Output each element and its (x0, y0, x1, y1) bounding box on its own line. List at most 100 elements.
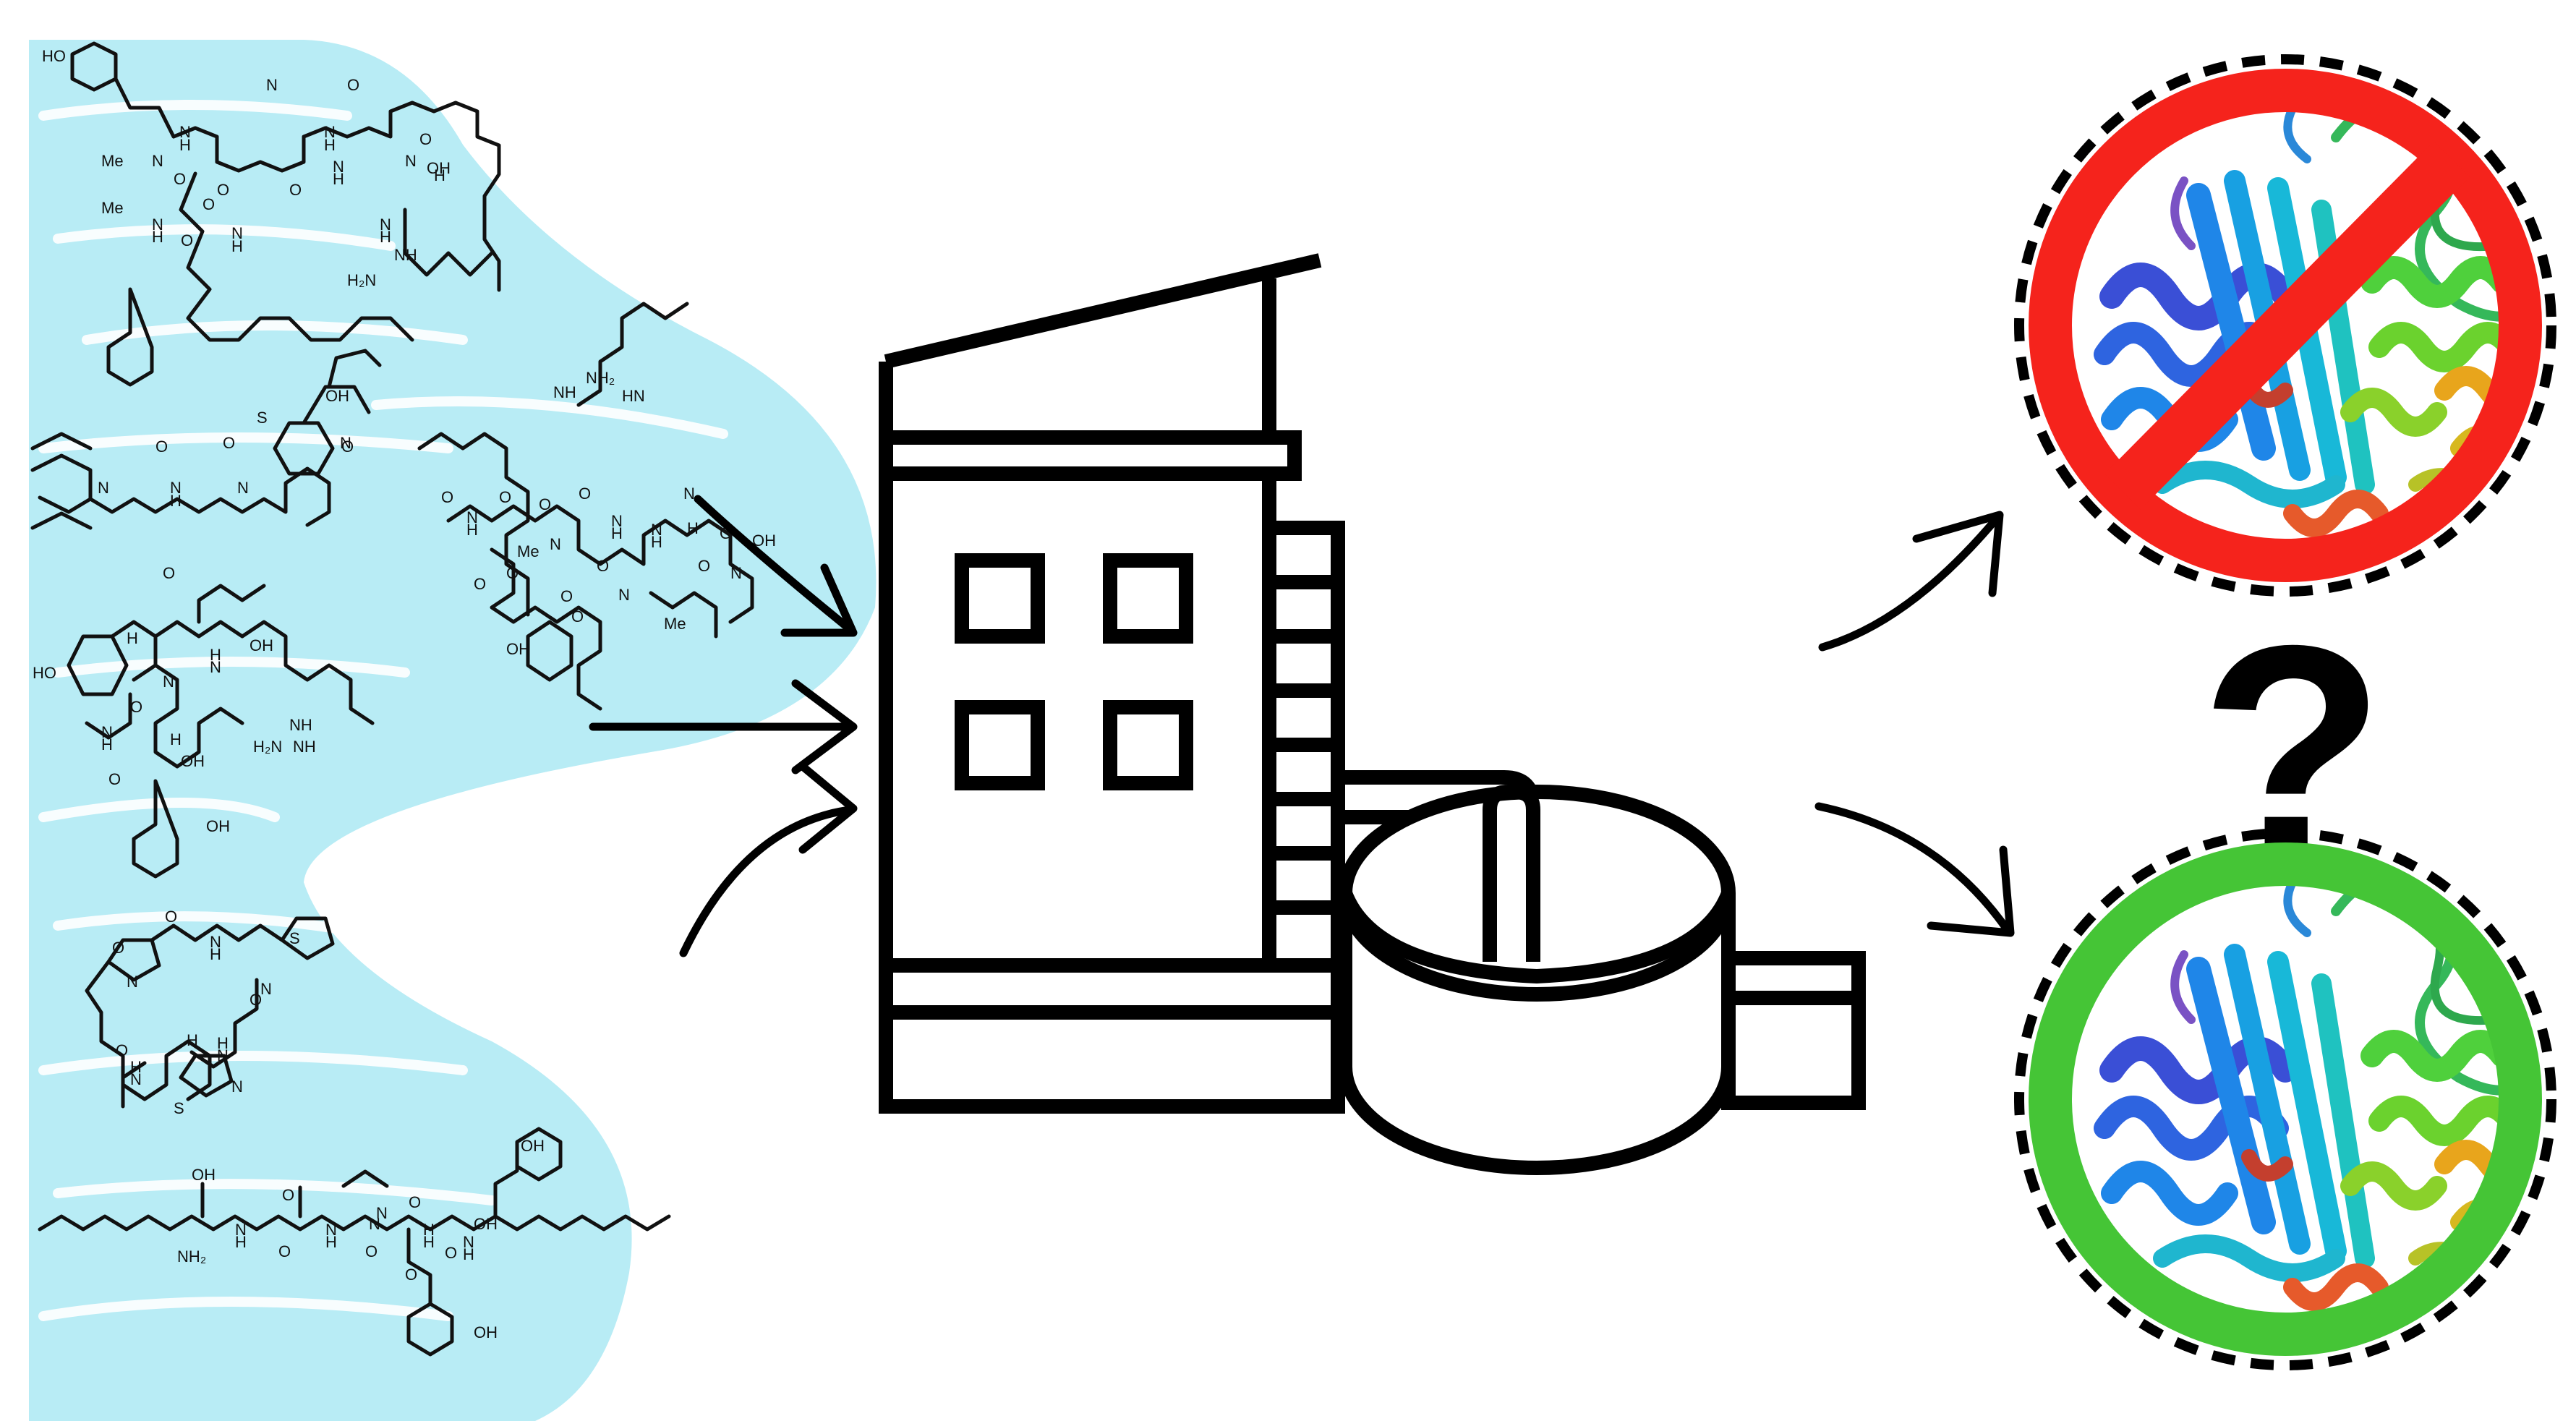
mol2-label: S (257, 409, 268, 427)
approved-outcome (2014, 828, 2556, 1370)
water-body (29, 40, 877, 1421)
mol3-label: H (466, 521, 478, 539)
mol3-label: O (539, 495, 551, 513)
mol6-label: O (282, 1186, 294, 1204)
mol3-label: Me (517, 542, 539, 560)
molecule-peptide-6: OH OH H O H O N N N H NH₂ O H O O OH N N… (38, 1127, 671, 1357)
mol1-label: N (231, 224, 243, 242)
mol5-label: N (127, 973, 138, 991)
mol2-label: N (237, 479, 249, 497)
mol1-label: NH (394, 246, 417, 264)
factory-icon (879, 253, 1866, 1175)
mol6-label: H (325, 1233, 337, 1251)
mol2-label: N (340, 434, 351, 452)
mol5-label: S (289, 929, 300, 947)
mol6-label: N (463, 1233, 474, 1251)
mol4-label: H (101, 735, 113, 754)
mol6-label: O (409, 1193, 421, 1211)
mol4-label: NH (289, 716, 312, 734)
mol5-label: O (112, 939, 124, 957)
mol1-label: O (181, 231, 193, 249)
mol4-label: N (163, 673, 174, 691)
mol5-label: N (130, 1070, 142, 1088)
mol2-label: O (341, 438, 354, 456)
mol1-label: N (324, 123, 336, 141)
mol1-label: O (289, 181, 302, 199)
mol4-label: N (210, 658, 221, 676)
mol1-label: O (202, 195, 215, 213)
water-icon (29, 40, 877, 1421)
mol1-label: H (179, 136, 191, 154)
input-arrows (589, 495, 858, 957)
mol3-label: O (474, 575, 486, 593)
mol1-label: O (174, 170, 186, 188)
plant-window (1103, 700, 1193, 790)
mol6-label: N (369, 1215, 380, 1233)
mol6-label: N (325, 1221, 337, 1239)
mol1-label: N (405, 152, 417, 170)
mol3-label: O (506, 564, 519, 582)
mol3-label: N (466, 508, 478, 526)
mol5-label: N (260, 980, 272, 998)
mol6-label: O (405, 1266, 417, 1284)
plant-roof (879, 253, 1322, 445)
dashed-border (2014, 54, 2556, 597)
prohibited-outcome (2014, 54, 2556, 597)
mol4-label: NH (293, 738, 316, 756)
mol2-label: N (170, 479, 182, 497)
mol1-label: N (333, 158, 344, 176)
mol1-label: H (333, 170, 344, 188)
mol4-label: O (163, 564, 175, 582)
mol1-label: H (380, 228, 391, 246)
mol3-label: O (597, 557, 609, 575)
mol3-label: N (611, 512, 623, 530)
arrow-to-approved (1814, 802, 2015, 937)
molecule-peptide-3: NH₂ NH HN O O H N O N O H N N H H N O O … (417, 302, 776, 711)
molecule-peptide-1: HO H N N O O O N H O Me N N O H O OH Me … (42, 41, 501, 387)
mol3-label: N (550, 535, 561, 553)
mol1-label: O (419, 130, 432, 148)
mol6-label: H (463, 1245, 474, 1263)
tank-icon (1338, 785, 1866, 1175)
mol1-label: Me (101, 199, 124, 217)
mol4-label: OH (181, 752, 205, 770)
mol5-label: H (187, 1031, 198, 1049)
mol3-label: H (611, 524, 623, 542)
molecule-peptide-5: O O N H N S N O H N N N H H O S (85, 908, 335, 1117)
mol3-label: H (651, 533, 662, 551)
mol5-label: H (217, 1034, 229, 1052)
mol4-label: H₂N (253, 738, 282, 756)
mol5-label: O (116, 1041, 128, 1059)
molecule-peptide-2: OH S O N O N H N O N (30, 349, 382, 530)
mol3-label: N (730, 564, 742, 582)
mol6-label: OH (474, 1215, 498, 1233)
mol3-label: O (571, 607, 584, 626)
mol4-label: O (130, 698, 142, 716)
mol6-label: N (376, 1204, 388, 1222)
mol3-label: N (651, 521, 662, 539)
mol6-label: H (423, 1221, 435, 1239)
mol2-label: OH (325, 387, 349, 405)
output-arrows (1814, 511, 2015, 937)
mol5-label: N (210, 933, 221, 951)
mol2-label: H (170, 492, 182, 510)
mol5-label: S (174, 1099, 184, 1117)
mol1-label: H₂N (347, 271, 376, 289)
mol5-label: O (165, 908, 177, 926)
mol1-label: N (152, 152, 163, 170)
arrow-upper (694, 495, 858, 637)
mol3-label: O (579, 485, 591, 503)
mol3-label: NH (553, 383, 576, 401)
mol3-label: Me (664, 615, 686, 633)
mol3-label: O (698, 557, 710, 575)
mol6-label: H (235, 1233, 247, 1251)
mol6-label: O (278, 1242, 291, 1260)
molecule-peptide-4: H O N H N OH HO N H O O NH H OH H₂N NH O… (33, 564, 375, 879)
mol1-label: H (231, 237, 243, 255)
mol1-label: N (266, 76, 278, 94)
mol5-label: H (130, 1058, 142, 1076)
prohibition-slash (2104, 141, 2470, 510)
mol4-label: HO (33, 664, 56, 682)
mol6-label: N (235, 1221, 247, 1239)
